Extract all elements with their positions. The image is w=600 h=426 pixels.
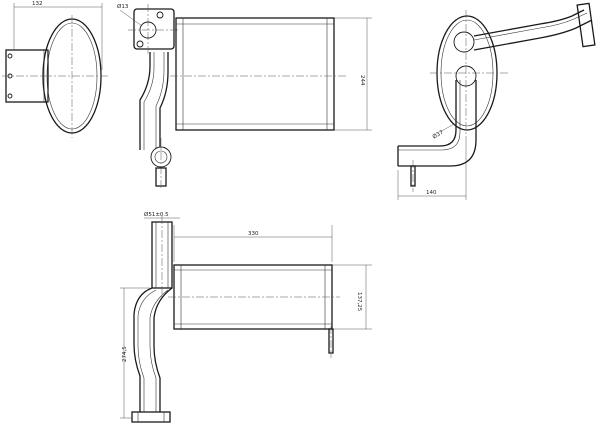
tailpipe-end [576, 2, 596, 48]
flange-diameter-dimension: Ø13 [117, 3, 129, 10]
side-view: 132 [2, 1, 108, 138]
bottom-view: Ø51±0.5 330 137,25 274,5 [120, 211, 372, 423]
flange-plate [133, 8, 175, 50]
side-width-dimension: 132 [32, 1, 43, 7]
bracket-bolt-hole [7, 53, 13, 59]
end-flange [131, 411, 171, 423]
top-port [453, 31, 475, 53]
inlet-pipe [139, 52, 151, 150]
muffler-body [175, 17, 335, 131]
right-offset-dimension: 140 [426, 190, 437, 196]
inlet-pipe-right [398, 80, 457, 147]
front-view: Ø13 244 [117, 3, 372, 190]
body-height-dimension: 137,25 [356, 292, 362, 312]
lower-bent-pipe [133, 287, 153, 412]
flange-bolt-hole [156, 11, 164, 19]
front-height-dimension: 244 [359, 75, 365, 86]
exhaust-tailpipe [473, 9, 585, 37]
right-view: Ø37 140 [397, 2, 596, 200]
body-length-dimension: 330 [248, 231, 259, 237]
pipe-diameter-dimension: Ø51±0.5 [144, 211, 169, 218]
flange-bolt-hole [136, 40, 144, 48]
bracket-bolt-hole [7, 93, 13, 99]
right-radius-dimension: Ø37 [431, 128, 445, 140]
total-height-dimension: 274,5 [122, 346, 128, 362]
